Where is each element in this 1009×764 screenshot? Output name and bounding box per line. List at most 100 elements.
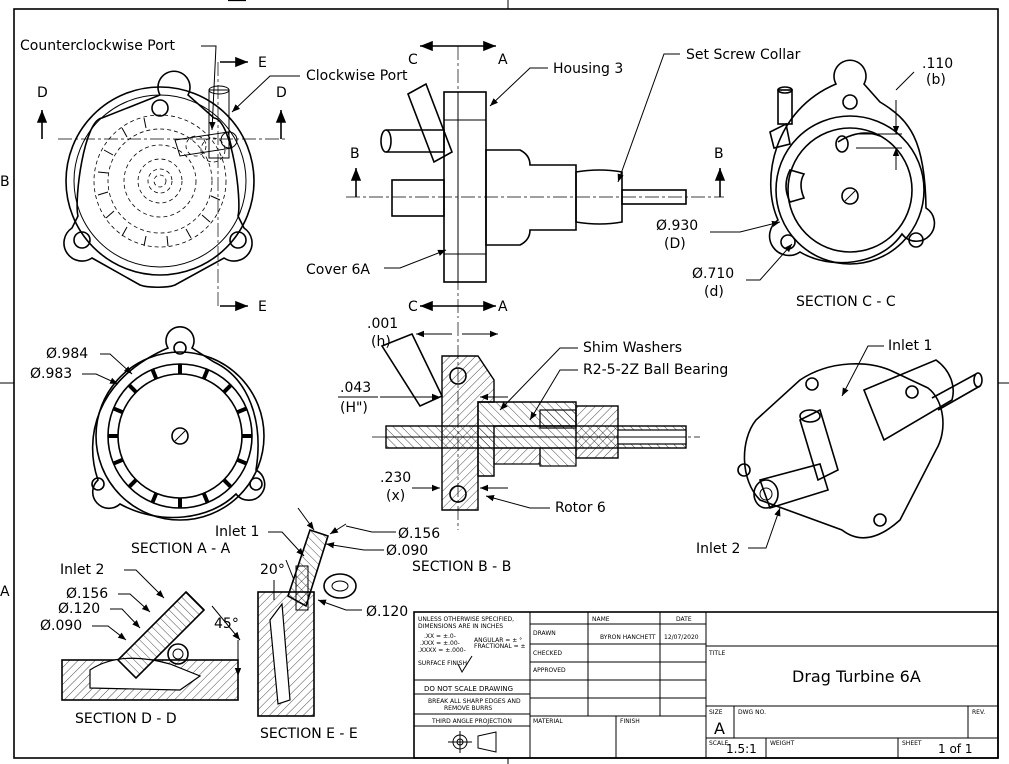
section-bb-title: SECTION B - B bbox=[412, 559, 511, 575]
row-approved: APPROVED bbox=[533, 667, 566, 674]
rotor-blade-slot bbox=[201, 492, 210, 504]
break-edges-2: REMOVE BURRS bbox=[444, 705, 492, 712]
cut-a-top: A bbox=[498, 52, 508, 68]
rotor-blade-slot bbox=[150, 492, 159, 504]
material-label: MATERIAL bbox=[533, 718, 563, 725]
dim-710-symbol: (d) bbox=[704, 284, 724, 300]
size-value: A bbox=[714, 719, 725, 738]
front-view: E E D D Counterclockwise Port Clockwise … bbox=[20, 38, 408, 315]
rotor-blade-slot bbox=[112, 457, 124, 466]
drawn-name: BYRON HANCHETT bbox=[600, 634, 656, 641]
rotor-blade-slot bbox=[236, 406, 248, 415]
zone-label-b: B bbox=[0, 174, 10, 190]
dim-001-symbol: (h) bbox=[371, 334, 391, 350]
cut-b-right: B bbox=[714, 146, 724, 162]
isometric-view: Inlet 1 Inlet 2 bbox=[696, 338, 983, 557]
col-date: DATE bbox=[676, 616, 692, 623]
dd-dim-120: Ø.120 bbox=[58, 601, 100, 617]
iso-inlet2-label: Inlet 2 bbox=[696, 541, 740, 557]
dim-001: .001 bbox=[367, 316, 398, 332]
weight-label: WEIGHT bbox=[770, 740, 795, 747]
iso-inlet1-label: Inlet 1 bbox=[888, 338, 932, 354]
housing-label: Housing 3 bbox=[553, 61, 623, 77]
cut-d-right: D bbox=[276, 85, 287, 101]
section-dd-view: 45° Inlet 2 Ø.156 Ø.120 Ø.090 SECTION D … bbox=[40, 562, 242, 727]
cut-e-top: E bbox=[258, 55, 267, 71]
scale-label: SCALE bbox=[709, 740, 728, 747]
rotor-blades bbox=[108, 364, 252, 508]
side-view: C A C A B B Housing 3 Set Screw Collar C… bbox=[306, 40, 801, 318]
rotor-blade-slot bbox=[236, 457, 248, 466]
title-label: TITLE bbox=[708, 650, 725, 657]
dim-110: .110 bbox=[922, 56, 953, 72]
ee-dim-156: Ø.156 bbox=[398, 526, 440, 542]
tol-angular: ANGULAR = ± ° bbox=[474, 637, 522, 644]
dim-710: Ø.710 bbox=[692, 266, 734, 282]
rotor-blade-slot bbox=[127, 478, 138, 489]
scale-value: 1.5:1 bbox=[726, 742, 757, 756]
cut-d-left: D bbox=[37, 85, 48, 101]
section-ee-view: 20° Inlet 1 Ø.156 Ø.090 Ø.120 SECTION E … bbox=[215, 507, 440, 742]
dim-983: Ø.983 bbox=[30, 366, 72, 382]
rotor-label: Rotor 6 bbox=[555, 500, 606, 516]
dwg-no-label: DWG NO. bbox=[738, 709, 766, 716]
sheet-value: 1 of 1 bbox=[938, 742, 972, 756]
tol-line1: UNLESS OTHERWISE SPECIFIED, bbox=[418, 616, 514, 623]
dim-930: Ø.930 bbox=[656, 218, 698, 234]
rotor-blade-slot bbox=[222, 383, 233, 394]
dd-dim-090: Ø.090 bbox=[40, 618, 82, 634]
row-drawn: DRAWN bbox=[533, 630, 556, 637]
rotor-blade-slot bbox=[201, 368, 210, 380]
ball-bearing-label: R2-5-2Z Ball Bearing bbox=[583, 362, 728, 378]
dd-inlet2-label: Inlet 2 bbox=[60, 562, 104, 578]
clockwise-port-label: Clockwise Port bbox=[306, 68, 408, 84]
cut-c-top: C bbox=[408, 52, 418, 68]
size-label: SIZE bbox=[709, 709, 723, 716]
third-angle-projection-symbol bbox=[448, 731, 497, 753]
ee-dim-090: Ø.090 bbox=[386, 543, 428, 559]
cut-b-left: B bbox=[350, 146, 360, 162]
row-checked: CHECKED bbox=[533, 650, 562, 657]
do-not-scale: DO NOT SCALE DRAWING bbox=[424, 685, 513, 693]
title-block: UNLESS OTHERWISE SPECIFIED, DIMENSIONS A… bbox=[413, 611, 999, 759]
rotor-blade-slot bbox=[112, 406, 124, 415]
section-dd-title: SECTION D - D bbox=[75, 711, 177, 727]
rotor-blade-slot bbox=[222, 478, 233, 489]
rev-label: REV. bbox=[972, 709, 985, 716]
surface-finish-label: SURFACE FINISH bbox=[418, 660, 467, 667]
shim-washers-label: Shim Washers bbox=[583, 340, 682, 356]
cut-e-bottom: E bbox=[258, 299, 267, 315]
ee-dim-120: Ø.120 bbox=[366, 604, 408, 620]
tol-line2: DIMENSIONS ARE IN INCHES bbox=[418, 623, 503, 630]
section-aa-view: Ø.984 Ø.983 SECTION A - A bbox=[30, 326, 266, 557]
break-edges-1: BREAK ALL SHARP EDGES AND bbox=[428, 698, 521, 705]
dim-984: Ø.984 bbox=[46, 346, 88, 362]
section-aa-title: SECTION A - A bbox=[131, 541, 231, 557]
col-name: NAME bbox=[592, 616, 610, 623]
dim-043: .043 bbox=[340, 380, 371, 396]
projection-label: THIRD ANGLE PROJECTION bbox=[431, 718, 512, 725]
finish-label: FINISH bbox=[620, 718, 640, 725]
dim-230: .230 bbox=[380, 470, 411, 486]
dd-angle: 45° bbox=[214, 616, 239, 632]
cover-label: Cover 6A bbox=[306, 262, 370, 278]
section-bb-view: .001 (h) .043 (H") .230 (x) Shim Washers… bbox=[338, 316, 728, 575]
counterclockwise-port-label: Counterclockwise Port bbox=[20, 38, 176, 54]
dim-110-symbol: (b) bbox=[926, 72, 946, 88]
cut-a-bottom: A bbox=[498, 299, 508, 315]
dim-230-symbol: (x) bbox=[386, 488, 405, 504]
tol-xxx: .XXX = ±.00- bbox=[420, 640, 460, 647]
tol-xx: .XX = ±.0- bbox=[424, 633, 456, 640]
sheet-label: SHEET bbox=[902, 740, 922, 747]
ee-angle: 20° bbox=[260, 562, 285, 578]
section-cc-title: SECTION C - C bbox=[796, 294, 896, 310]
dim-043-symbol: (H") bbox=[340, 400, 368, 416]
tol-xxxx: .XXXX = ±.000- bbox=[418, 647, 466, 654]
zone-label-a: A bbox=[0, 584, 10, 600]
drawing-title: Drag Turbine 6A bbox=[792, 667, 921, 686]
surface-finish-symbol bbox=[457, 655, 473, 674]
rotor-blade-slot bbox=[127, 383, 138, 394]
tol-fractional: FRACTIONAL = ± bbox=[474, 643, 526, 650]
